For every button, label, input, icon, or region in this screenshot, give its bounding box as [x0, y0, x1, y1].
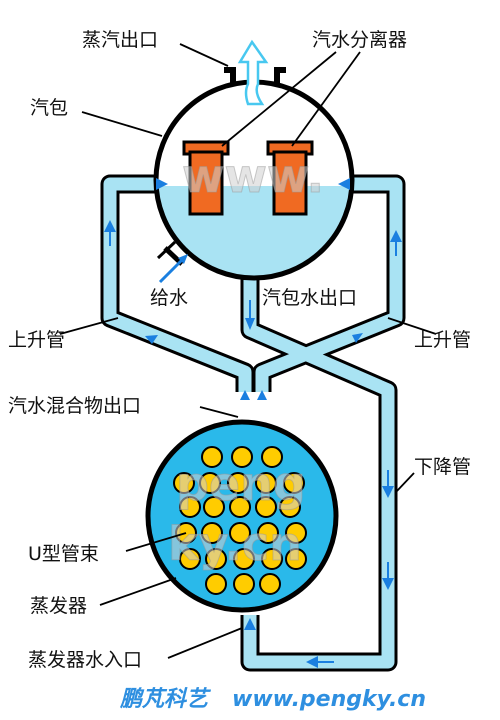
- label-sg-water-inlet: 蒸发器水入口: [28, 649, 142, 671]
- label-steam-outlet: 蒸汽出口: [82, 29, 158, 51]
- label-riser-left: 上升管: [8, 329, 65, 351]
- steam-generator: peng ky.cn: [145, 419, 339, 613]
- label-drum-water-outlet: 汽包水出口: [262, 287, 357, 309]
- u-tube-bundle: [173, 446, 307, 595]
- footer-url: www.pengky.cn: [232, 687, 426, 712]
- label-downcomer: 下降管: [414, 456, 471, 478]
- watermark-drum: www.: [182, 149, 324, 203]
- label-riser-right: 上升管: [414, 329, 471, 351]
- diagonal-arrow-icon: [158, 254, 188, 284]
- flow-arrows: [104, 178, 402, 668]
- watermark-sg-line1: peng: [176, 457, 306, 511]
- label-steam-generator: 蒸发器: [30, 595, 87, 617]
- label-separator: 汽水分离器: [312, 29, 407, 51]
- footer: 鹏芃科艺 www.pengky.cn: [119, 687, 426, 712]
- label-mixture-outlet: 汽水混合物出口: [8, 395, 141, 417]
- label-feedwater: 给水: [150, 287, 188, 309]
- watermark-sg-line2: ky.cn: [168, 517, 302, 571]
- separator-right: [266, 140, 314, 216]
- footer-brand: 鹏芃科艺: [119, 687, 212, 712]
- labels: 蒸汽出口 汽水分离器 汽包 给水 汽包水出口 上升管 上升管 汽水混合物出口 下…: [8, 29, 471, 671]
- separator-left: [182, 140, 230, 216]
- label-u-tube-bundle: U型管束: [28, 543, 99, 565]
- leader-lines: [59, 43, 437, 659]
- up-arrow-icon: [237, 39, 269, 106]
- label-drum: 汽包: [30, 97, 68, 119]
